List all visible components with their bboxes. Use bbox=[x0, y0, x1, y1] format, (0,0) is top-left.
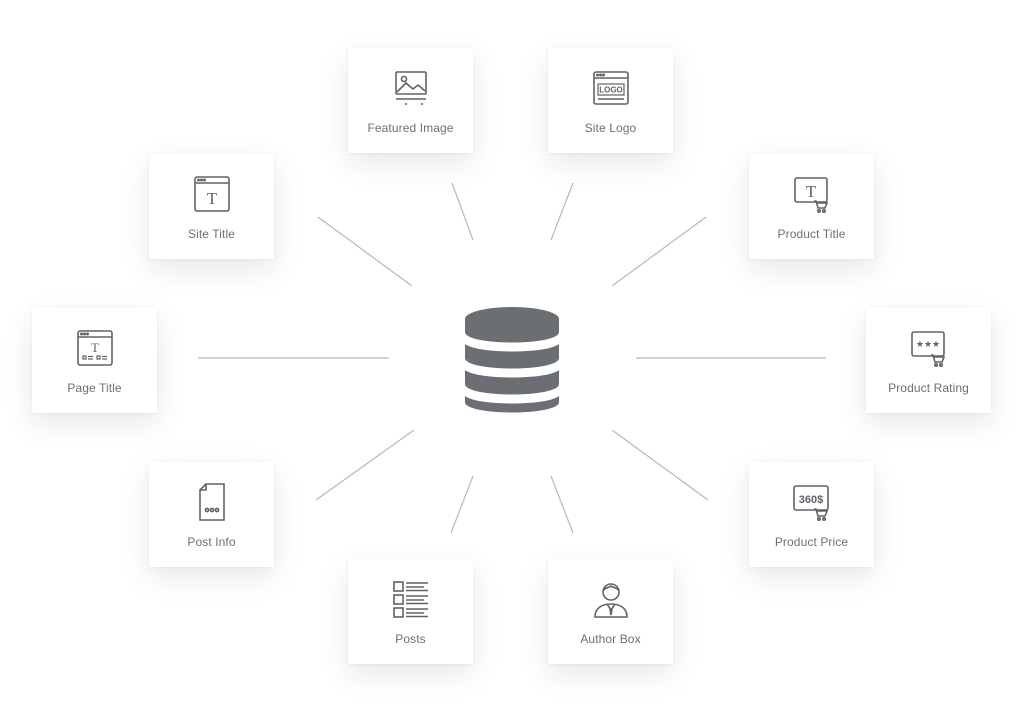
image-icon bbox=[348, 68, 473, 108]
widget-site-title[interactable]: T Site Title bbox=[149, 154, 274, 259]
widget-label: Product Price bbox=[774, 535, 849, 549]
connector-site-title bbox=[317, 216, 413, 287]
widget-featured-image[interactable]: Featured Image bbox=[348, 48, 473, 153]
widget-label: Post Info bbox=[187, 535, 236, 549]
widget-author-box[interactable]: Author Box bbox=[548, 559, 673, 664]
widget-site-logo[interactable]: LOGO Site Logo bbox=[548, 48, 673, 153]
database-icon bbox=[465, 307, 559, 413]
product-rating-icon: ★★★ bbox=[866, 328, 991, 368]
title-icon-text: T bbox=[206, 189, 217, 208]
widget-posts[interactable]: Posts bbox=[348, 559, 473, 664]
widget-product-rating[interactable]: ★★★ Product Rating bbox=[866, 308, 991, 413]
widget-label: Product Rating bbox=[888, 381, 969, 395]
author-avatar-icon bbox=[548, 579, 673, 619]
logo-icon-text: LOGO bbox=[599, 86, 623, 95]
connector-featured-image bbox=[451, 182, 474, 241]
page-title-window-icon: T bbox=[32, 328, 157, 368]
svg-text:★★★: ★★★ bbox=[915, 340, 939, 350]
title-window-icon: T bbox=[149, 174, 274, 214]
title-icon-text: T bbox=[91, 340, 99, 355]
posts-list-icon bbox=[348, 579, 473, 619]
widget-product-title[interactable]: T Product Title bbox=[749, 154, 874, 259]
widget-post-info[interactable]: Post Info bbox=[149, 462, 274, 567]
widget-label: Site Title bbox=[187, 227, 236, 241]
widget-label: Site Logo bbox=[584, 121, 637, 135]
connector-author-box bbox=[550, 475, 574, 534]
connector-product-title bbox=[611, 216, 707, 287]
widget-label: Page Title bbox=[67, 381, 122, 395]
widget-page-title[interactable]: T Page Title bbox=[32, 308, 157, 413]
widget-label: Posts bbox=[395, 632, 426, 646]
connector-product-price bbox=[611, 429, 709, 501]
connector-posts bbox=[450, 475, 474, 534]
product-title-icon: T bbox=[749, 174, 874, 214]
price-icon-text: 360$ bbox=[798, 494, 822, 506]
connector-site-logo bbox=[550, 182, 574, 241]
title-icon-text: T bbox=[805, 182, 816, 201]
widget-label: Featured Image bbox=[367, 121, 454, 135]
widget-label: Product Title bbox=[777, 227, 846, 241]
product-price-icon: 360$ bbox=[749, 482, 874, 522]
logo-window-icon: LOGO bbox=[548, 68, 673, 108]
widget-label: Author Box bbox=[580, 632, 641, 646]
post-document-icon bbox=[149, 482, 274, 522]
connector-post-info bbox=[315, 429, 415, 501]
widget-product-price[interactable]: 360$ Product Price bbox=[749, 462, 874, 567]
